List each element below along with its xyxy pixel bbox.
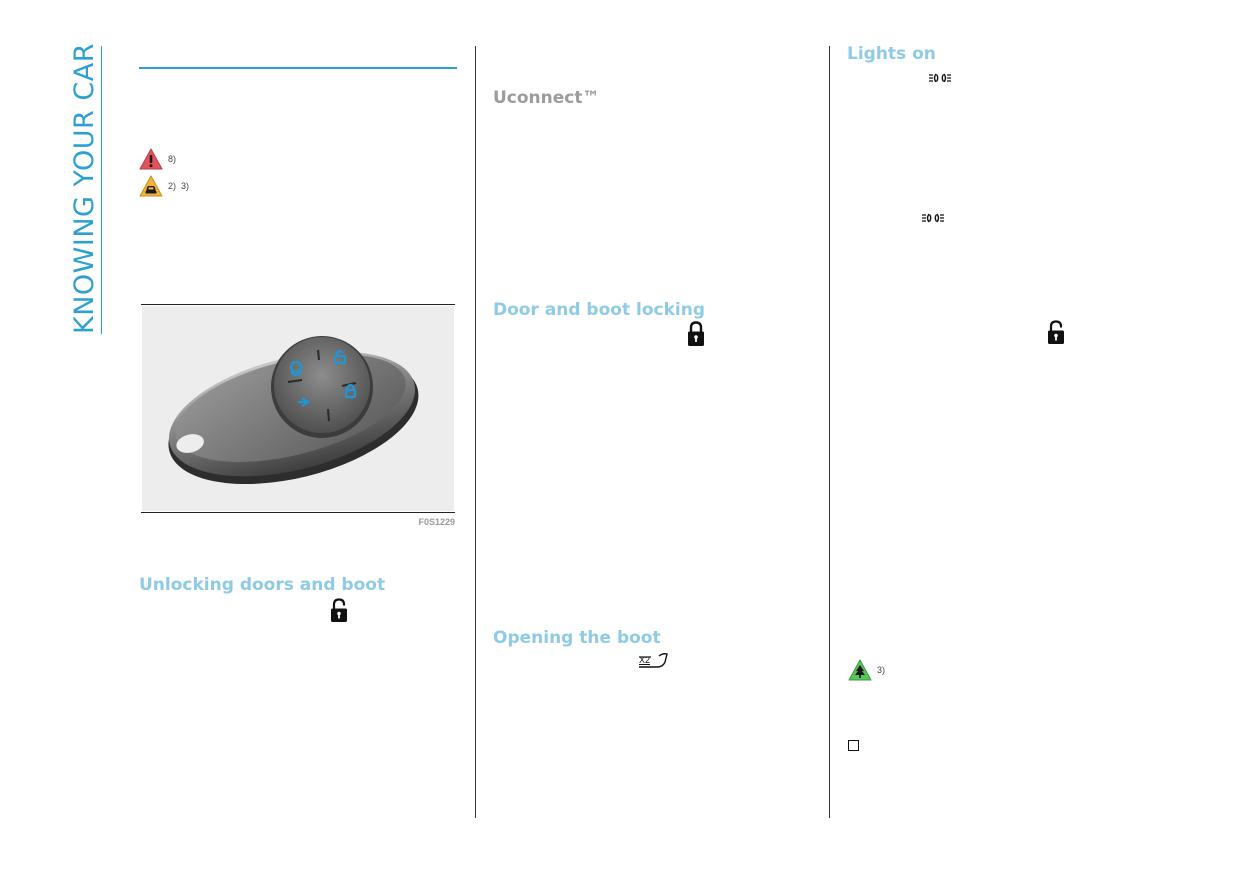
padlock-closed-icon — [688, 321, 704, 346]
heading-unlocking-doors: Unlocking doors and boot — [139, 575, 386, 595]
heading-lights-on: Lights on — [847, 44, 936, 64]
warning-note-ref: 8) — [168, 154, 177, 164]
end-of-section-marker — [848, 740, 859, 751]
boot-icon-label: X2 — [639, 655, 651, 665]
tree-environment-icon — [848, 659, 872, 681]
section-title-rule — [101, 46, 102, 334]
side-lights-icon — [929, 73, 951, 83]
heading-door-boot-locking: Door and boot locking — [493, 300, 705, 320]
heading-uconnect: Uconnect™ — [493, 88, 600, 108]
figure-label: F0S1229 — [418, 517, 455, 527]
remote-key-image — [168, 336, 419, 485]
caution-note: 2) 3) — [139, 175, 189, 197]
figure-top-rule — [141, 304, 455, 305]
warning-triangle-icon — [139, 148, 163, 170]
column-divider-right — [829, 46, 830, 818]
environment-note-ref: 3) — [877, 665, 886, 675]
car-caution-icon — [139, 175, 163, 197]
column-top-rule — [139, 67, 457, 69]
caution-note-ref-b: 3) — [181, 181, 190, 191]
padlock-open-icon — [331, 598, 347, 622]
boot-outline-icon — [639, 653, 668, 668]
key-button-icons — [289, 349, 357, 407]
caution-note-ref-a: 2) — [168, 181, 177, 191]
section-title: KNOWING YOUR CAR — [69, 43, 100, 334]
warning-note: 8) — [139, 148, 176, 170]
heading-opening-boot: Opening the boot — [493, 628, 661, 648]
key-fob-figure — [142, 306, 454, 511]
side-lights-icon-secondary — [922, 213, 944, 223]
boot-open-icon: X2 — [637, 650, 669, 670]
column-divider-left — [475, 46, 476, 818]
figure-bottom-rule — [141, 512, 455, 513]
environment-note: 3) — [848, 659, 885, 681]
padlock-open-icon-secondary — [1048, 320, 1064, 344]
